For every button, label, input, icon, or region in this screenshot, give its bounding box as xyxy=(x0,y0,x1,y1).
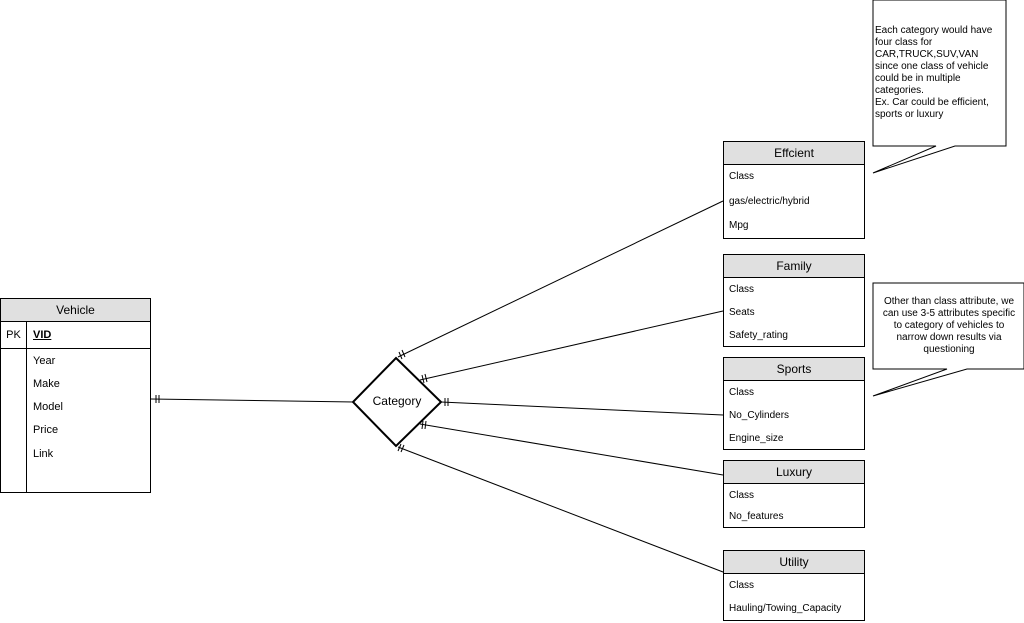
vehicle-category-line xyxy=(150,398,355,403)
note-middle-line: can use 3-5 attributes specific xyxy=(882,308,1016,319)
vehicle-title: Vehicle xyxy=(1,299,150,322)
note-top-line: sports or luxury xyxy=(875,109,944,120)
pk-field: VID xyxy=(33,329,52,341)
luxury-title: Luxury xyxy=(724,461,864,484)
note-middle-line: to category of vehicles to xyxy=(893,320,1005,331)
family-attr-seats: Seats xyxy=(729,307,755,318)
utility-attr-class: Class xyxy=(729,580,755,591)
luxury-entity[interactable]: Luxury Class No_features xyxy=(723,460,865,528)
cardinality-ticks xyxy=(397,349,449,453)
pk-label: PK xyxy=(1,322,27,348)
family-attr-safety: Safety_rating xyxy=(729,330,788,341)
vehicle-attr-year: Year xyxy=(33,355,56,367)
category-efficient-line xyxy=(397,200,724,358)
efficient-entity[interactable]: Effcient Class gas/electric/hybrid Mpg xyxy=(723,141,865,239)
note-top-line: CAR,TRUCK,SUV,VAN xyxy=(875,49,979,60)
efficient-attr-mpg: Mpg xyxy=(729,220,749,231)
sports-attr-engine: Engine_size xyxy=(729,433,784,444)
category-sports-line xyxy=(440,401,724,416)
category-label: Category xyxy=(372,394,422,408)
note-middle: Other than class attribute, we can use 3… xyxy=(874,296,1024,356)
category-family-line xyxy=(419,310,724,381)
category-luxury-line xyxy=(419,423,724,476)
vehicle-attr-price: Price xyxy=(33,424,59,436)
sports-attr-cylinders: No_Cylinders xyxy=(729,410,790,421)
vehicle-attr-model: Model xyxy=(33,401,63,413)
note-top-line: categories. xyxy=(875,85,924,96)
luxury-attr-features: No_features xyxy=(729,511,784,522)
utility-title: Utility xyxy=(724,551,864,574)
callout-middle-shape xyxy=(872,282,1024,397)
note-top-line: Ex. Car could be efficient, xyxy=(875,97,989,108)
family-entity[interactable]: Family Class Seats Safety_rating xyxy=(723,254,865,347)
efficient-title: Effcient xyxy=(724,142,864,165)
category-utility-line xyxy=(397,446,724,573)
callout-top-shape xyxy=(872,0,1007,174)
note-top-line: since one class of vehicle xyxy=(875,61,989,72)
luxury-attr-class: Class xyxy=(729,490,755,501)
vehicle-attr-make: Make xyxy=(33,378,60,390)
note-top-line: Each category would have xyxy=(875,25,993,36)
vehicle-pk-row: PK VID xyxy=(1,322,150,349)
utility-entity[interactable]: Utility Class Hauling/Towing_Capacity xyxy=(723,550,865,621)
note-middle-line: narrow down results via xyxy=(896,332,1002,343)
family-title: Family xyxy=(724,255,864,278)
efficient-attr-class: Class xyxy=(729,171,755,182)
sports-entity[interactable]: Sports Class No_Cylinders Engine_size xyxy=(723,357,865,450)
vehicle-attr-link: Link xyxy=(33,448,54,460)
efficient-attr-fuel: gas/electric/hybrid xyxy=(729,196,810,207)
family-attr-class: Class xyxy=(729,284,755,295)
category-diamond xyxy=(351,356,443,448)
note-middle-line: questioning xyxy=(923,344,975,355)
note-top-line: could be in multiple xyxy=(875,73,961,84)
sports-title: Sports xyxy=(724,358,864,381)
note-top-line: four class for xyxy=(875,37,933,48)
vehicle-entity[interactable]: Vehicle PK VID Year Make Model Price Lin… xyxy=(0,298,151,493)
utility-attr-capacity: Hauling/Towing_Capacity xyxy=(729,603,842,614)
vehicle-key-column xyxy=(1,349,27,492)
note-top: Each category would have four class for … xyxy=(875,25,1005,121)
note-middle-line: Other than class attribute, we xyxy=(883,296,1015,307)
sports-attr-class: Class xyxy=(729,387,755,398)
